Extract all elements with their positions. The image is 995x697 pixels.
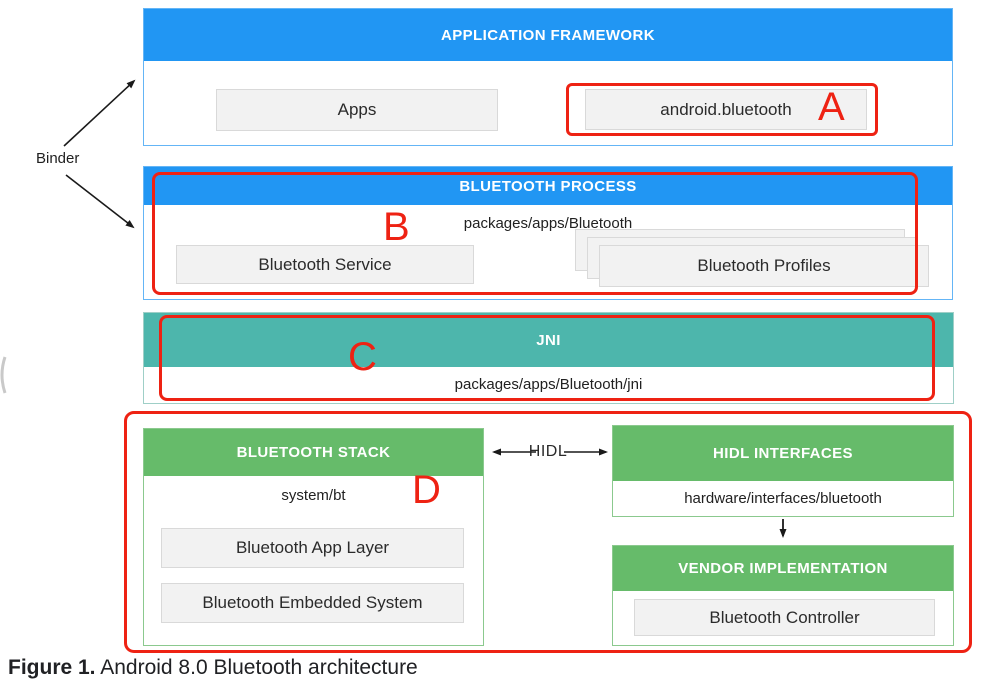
jni-path: packages/apps/Bluetooth/jni: [454, 376, 643, 393]
left-edge-artifact: [0, 356, 7, 394]
application-framework-header: APPLICATION FRAMEWORK: [144, 9, 952, 61]
hidl-label: HIDL: [528, 443, 568, 460]
bluetooth-stack-path: system/bt: [281, 487, 346, 504]
application-framework-container: APPLICATION FRAMEWORK Apps android.bluet…: [143, 8, 953, 146]
bluetooth-stack-container: BLUETOOTH STACK system/bt Bluetooth App …: [143, 428, 484, 646]
annotation-letter-b: B: [383, 205, 410, 249]
bluetooth-app-layer-box: Bluetooth App Layer: [161, 528, 464, 568]
vendor-implementation-container: VENDOR IMPLEMENTATION Bluetooth Controll…: [612, 545, 954, 646]
bluetooth-controller-box: Bluetooth Controller: [634, 599, 935, 636]
binder-arrow-to-process-icon: [65, 174, 135, 229]
figure-caption: Figure 1. Android 8.0 Bluetooth architec…: [8, 656, 418, 680]
jni-header: JNI: [144, 313, 953, 367]
binder-label: Binder: [36, 150, 80, 167]
annotation-letter-d: D: [412, 468, 441, 512]
bluetooth-embedded-system-box: Bluetooth Embedded System: [161, 583, 464, 623]
figure-caption-text: Android 8.0 Bluetooth architecture: [95, 656, 418, 679]
android-bluetooth-box: android.bluetooth: [585, 89, 867, 130]
bluetooth-stack-header: BLUETOOTH STACK: [144, 429, 483, 476]
annotation-letter-c: C: [348, 335, 377, 379]
figure-caption-prefix: Figure 1.: [8, 656, 96, 679]
binder-arrow-to-framework-icon: [63, 79, 136, 147]
apps-box: Apps: [216, 89, 498, 131]
vendor-implementation-header: VENDOR IMPLEMENTATION: [613, 546, 953, 591]
hidl-interfaces-header: HIDL INTERFACES: [613, 426, 953, 481]
annotation-letter-a: A: [818, 85, 845, 129]
hidl-interfaces-path: hardware/interfaces/bluetooth: [684, 490, 882, 507]
bluetooth-process-path: packages/apps/Bluetooth: [463, 215, 633, 232]
hidl-interfaces-container: HIDL INTERFACES hardware/interfaces/blue…: [612, 425, 954, 517]
jni-container: JNI packages/apps/Bluetooth/jni: [143, 312, 954, 404]
bluetooth-process-header: BLUETOOTH PROCESS: [144, 167, 952, 205]
bluetooth-service-box: Bluetooth Service: [176, 245, 474, 284]
bluetooth-process-container: BLUETOOTH PROCESS packages/apps/Bluetoot…: [143, 166, 953, 300]
bluetooth-profiles-box: Bluetooth Profiles: [599, 245, 929, 287]
